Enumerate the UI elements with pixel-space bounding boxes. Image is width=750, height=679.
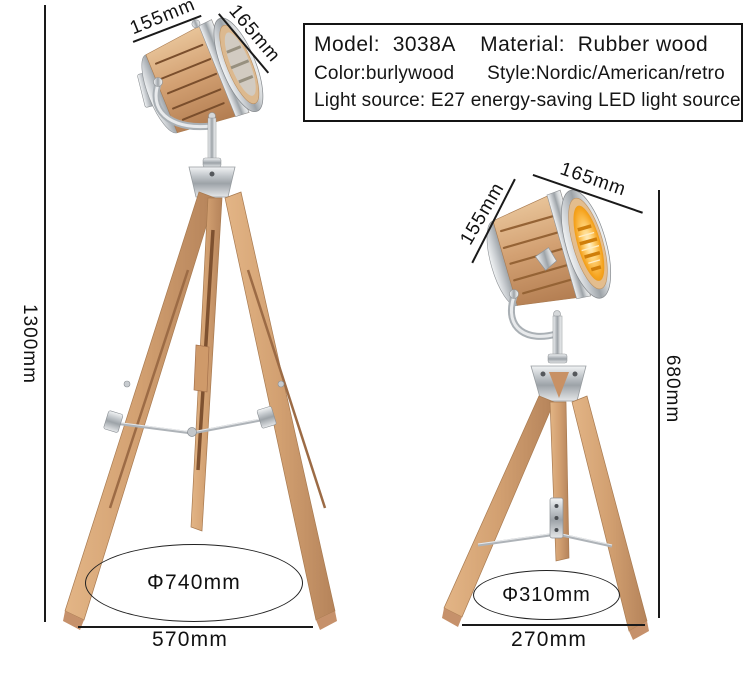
floor-height-label: 1300mm	[19, 304, 40, 384]
floor-base-diameter-label: Φ740mm	[147, 571, 241, 594]
table-base-diameter-ellipse: Φ310mm	[473, 570, 620, 620]
table-base-width-label: 270mm	[510, 628, 588, 651]
table-lamp-stretcher	[477, 497, 613, 548]
floor-base-width-dim-line	[78, 626, 313, 628]
spec-box: Model: 3038A Material: Rubber wood Color…	[303, 23, 743, 122]
table-base-width-dim-line	[462, 624, 645, 626]
spec-line-model-material: Model: 3038A Material: Rubber wood	[314, 32, 709, 56]
floor-lamp-illustration	[63, 17, 337, 630]
table-lamp-yoke	[508, 289, 568, 364]
table-base-diameter-label: Φ310mm	[502, 584, 591, 606]
table-lamp-illustration	[442, 189, 649, 640]
floor-lamp-head	[137, 17, 264, 134]
floor-base-diameter-ellipse: Φ740mm	[85, 544, 303, 622]
table-lamp-cap-bolt	[540, 371, 546, 377]
table-height-label: 680mm	[662, 354, 683, 424]
floor-base-width-label: 570mm	[151, 628, 229, 651]
floor-lamp-yoke	[152, 77, 222, 168]
spec-line-color-style: Color:burlywood Style:Nordic/American/re…	[314, 62, 725, 84]
floor-lamp-stretcher	[103, 406, 277, 437]
floor-lamp-cap-bolt	[209, 171, 215, 177]
table-lamp-cap-wood	[549, 372, 569, 398]
floor-lamp-legs	[63, 191, 337, 630]
spec-line-light-source: Light source: E27 energy-saving LED ligh…	[314, 90, 741, 112]
table-height-dim-line	[658, 190, 660, 618]
table-lamp-head	[486, 189, 612, 306]
table-lamp-legs	[442, 395, 649, 640]
floor-height-dim-line	[44, 5, 46, 622]
table-lamp-cap-bolt	[572, 371, 578, 377]
